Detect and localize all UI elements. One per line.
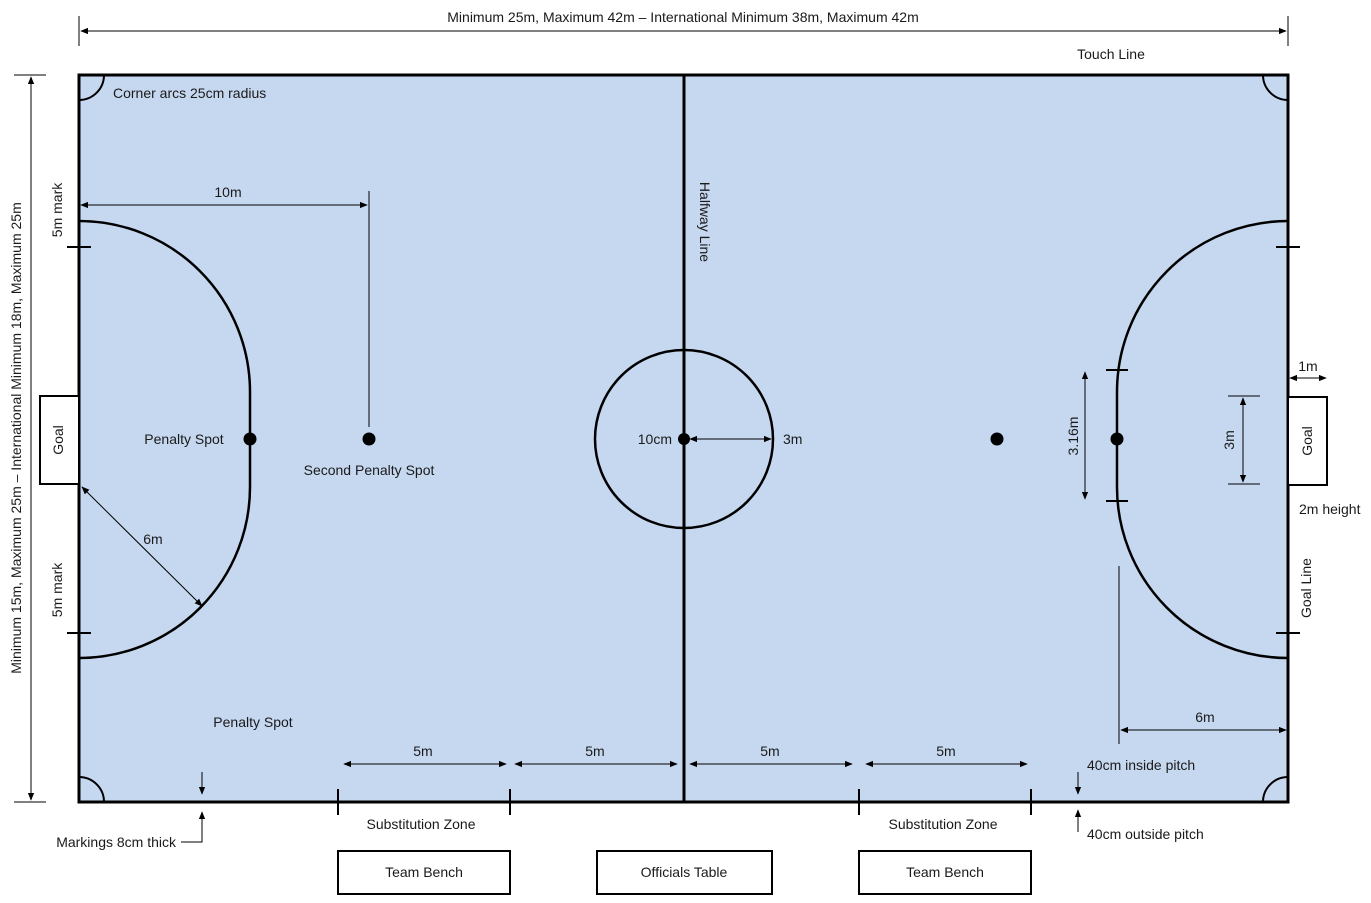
goal-area-depth-arrow (81, 486, 203, 607)
team-bench-left (337, 850, 511, 895)
ten-m-label: 10m (214, 184, 241, 200)
team-bench-right-label: Team Bench (906, 864, 984, 880)
zone-label-1: 5m (413, 743, 432, 759)
markings-label: Markings 8cm thick (56, 834, 177, 850)
inside-pitch-label: 40cm inside pitch (1087, 757, 1195, 773)
length-label: Minimum 25m, Maximum 42m – International… (447, 9, 918, 25)
goal-height-label: 2m height (1299, 501, 1361, 517)
corner-arc-top-left (78, 74, 105, 101)
halfway-line-label: Halfway Line (697, 182, 713, 262)
goal-area-depth-label: 6m (143, 531, 162, 547)
centre-spot-label: 10cm (638, 431, 672, 447)
second-penalty-spot-label: Second Penalty Spot (304, 462, 435, 478)
width-label: Minimum 15m, Maximum 25m – International… (8, 202, 24, 673)
corner-arc-bottom-right (1262, 776, 1289, 803)
corner-arc-bottom-left (78, 776, 105, 803)
centre-radius-label: 3m (783, 431, 802, 447)
goal-width-label: 3m (1221, 430, 1237, 449)
goal-left (39, 395, 80, 485)
outside-pitch-label: 40cm outside pitch (1087, 826, 1204, 842)
corner-arc-top-right (1262, 74, 1289, 101)
penalty-flat-label: 3.16m (1065, 417, 1081, 456)
five-m-mark-label-bottom: 5m mark (49, 562, 65, 617)
touch-line-label: Touch Line (1077, 46, 1145, 62)
penalty-spot-label: Penalty Spot (144, 431, 223, 447)
goal-label-left: Goal (50, 425, 66, 455)
officials-table (596, 850, 773, 895)
team-bench-left-label: Team Bench (385, 864, 463, 880)
penalty-spot-left (243, 432, 257, 446)
subs-zone-label-right: Substitution Zone (889, 816, 998, 832)
goal-right (1287, 396, 1328, 486)
five-m-mark-label-top: 5m mark (49, 182, 65, 237)
zone-label-2: 5m (585, 743, 604, 759)
goal-label-right: Goal (1299, 426, 1315, 456)
second-penalty-spot-right (990, 432, 1004, 446)
goal-line-label: Goal Line (1298, 558, 1314, 618)
second-penalty-spot-left (362, 432, 376, 446)
subs-zone-label-left: Substitution Zone (367, 816, 476, 832)
team-bench-right (858, 850, 1032, 895)
six-m-bottom-label: 6m (1195, 709, 1214, 725)
centre-spot (678, 433, 690, 445)
centre-circle (593, 348, 775, 530)
penalty-spot-bottom-label: Penalty Spot (213, 714, 292, 730)
markings-arrow-up (181, 811, 206, 843)
goal-depth-label: 1m (1298, 358, 1317, 374)
officials-table-label: Officials Table (641, 864, 728, 880)
zone-label-4: 5m (936, 743, 955, 759)
zone-label-3: 5m (760, 743, 779, 759)
penalty-spot-right (1110, 432, 1124, 446)
corner-arcs-label: Corner arcs 25cm radius (113, 85, 266, 101)
